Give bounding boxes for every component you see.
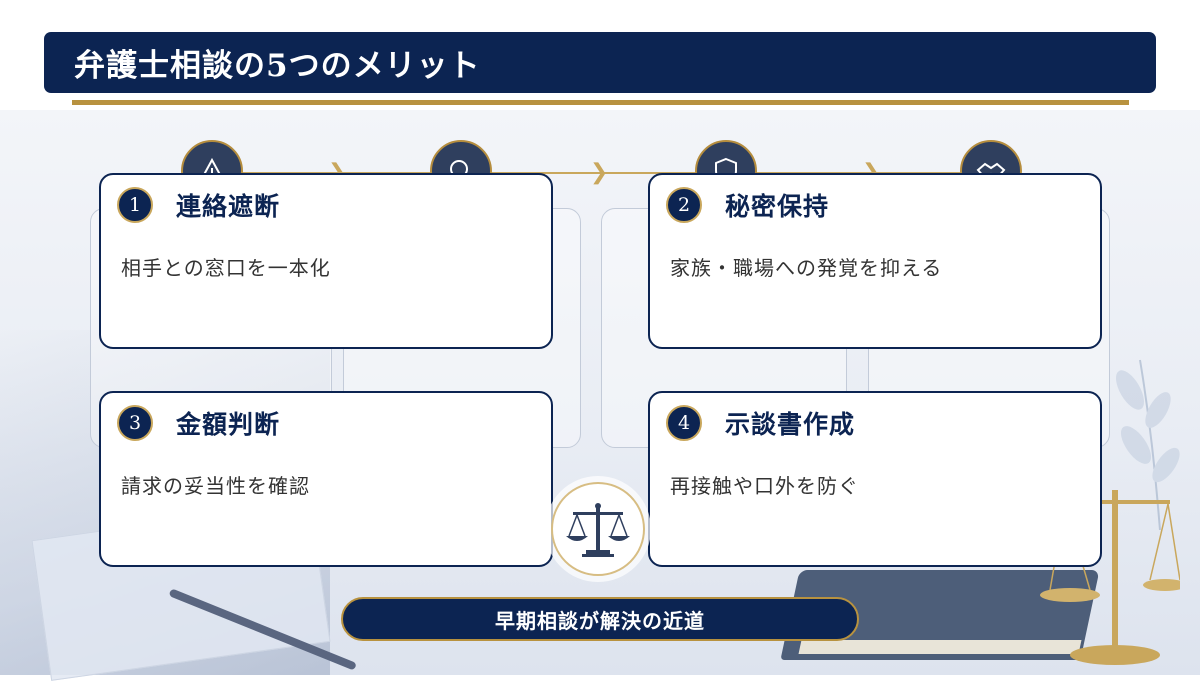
card-title: 秘密保持	[725, 192, 830, 221]
header-divider	[72, 100, 1129, 105]
merit-card-4: 4 示談書作成 再接触や口外を防ぐ	[648, 391, 1102, 567]
card-description: 請求の妥当性を確認	[121, 474, 310, 498]
page-title: 弁護士相談の5つのメリット	[74, 48, 481, 84]
card-title: 示談書作成	[725, 410, 856, 439]
card-title: 連絡遮断	[176, 192, 281, 221]
conclusion-text: 早期相談が解決の近道	[495, 608, 705, 633]
merit-card-2: 2 秘密保持 家族・職場への発覚を抑える	[648, 173, 1102, 349]
card-description: 再接触や口外を防ぐ	[670, 474, 859, 498]
card-description: 家族・職場への発覚を抑える	[670, 256, 943, 280]
leaves-decoration	[1116, 359, 1180, 530]
gold-scale-decoration	[1040, 490, 1180, 665]
card-title: 金額判断	[176, 410, 281, 439]
card-number: 3	[117, 405, 153, 441]
arrow-right-icon: ❯	[590, 160, 609, 185]
conclusion-banner: 早期相談が解決の近道	[341, 597, 859, 641]
card-description: 相手との窓口を一本化	[121, 256, 331, 280]
process-connector	[490, 172, 695, 174]
page-header: 弁護士相談の5つのメリット	[44, 32, 1156, 93]
card-number: 2	[666, 187, 702, 223]
scales-of-justice-icon	[551, 482, 645, 576]
card-number: 1	[117, 187, 153, 223]
merit-card-1: 1 連絡遮断 相手との窓口を一本化	[99, 173, 553, 349]
card-number: 4	[666, 405, 702, 441]
merit-card-3: 3 金額判断 請求の妥当性を確認	[99, 391, 553, 567]
